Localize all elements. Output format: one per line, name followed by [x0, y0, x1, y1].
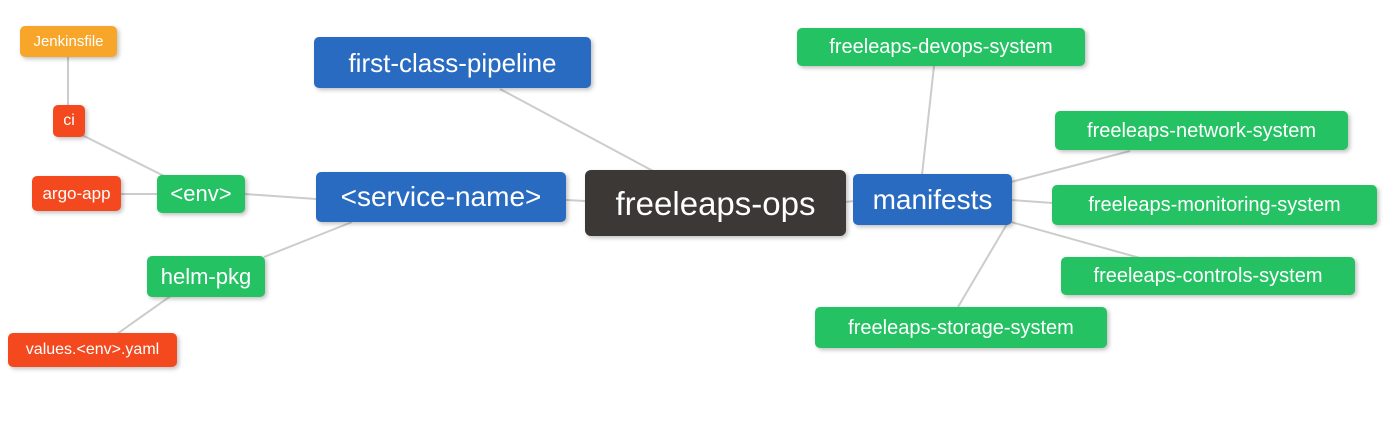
edge-ci-env: [79, 133, 169, 179]
edge-manifests-controls: [1010, 221, 1141, 259]
edge-helm-pkg-service-name: [263, 221, 353, 258]
node-devops-system[interactable]: freeleaps-devops-system: [797, 28, 1085, 66]
node-manifests[interactable]: manifests: [853, 174, 1012, 225]
edge-pipeline-root: [499, 88, 654, 172]
edge-helm-pkg-values: [116, 294, 173, 335]
node-values-env-yaml[interactable]: values.<env>.yaml: [8, 333, 177, 367]
edge-manifests-storage: [957, 223, 1008, 308]
node-ci[interactable]: ci: [53, 105, 85, 137]
node-env[interactable]: <env>: [157, 175, 245, 213]
node-first-class-pipeline[interactable]: first-class-pipeline: [314, 37, 591, 88]
edge-root-manifests: [844, 200, 855, 203]
edge-manifests-network: [1010, 150, 1131, 183]
edge-service-name-root: [565, 199, 586, 202]
node-controls-system[interactable]: freeleaps-controls-system: [1061, 257, 1355, 295]
node-monitoring-system[interactable]: freeleaps-monitoring-system: [1052, 185, 1377, 225]
node-service-name[interactable]: <service-name>: [316, 172, 566, 222]
node-storage-system[interactable]: freeleaps-storage-system: [815, 307, 1107, 348]
node-jenkinsfile[interactable]: Jenkinsfile: [20, 26, 117, 57]
node-helm-pkg[interactable]: helm-pkg: [147, 256, 265, 297]
edge-manifests-devops: [921, 65, 935, 176]
node-argo-app[interactable]: argo-app: [32, 176, 121, 211]
edge-manifests-monitoring: [1010, 199, 1054, 204]
node-network-system[interactable]: freeleaps-network-system: [1055, 111, 1348, 150]
node-freeleaps-ops[interactable]: freeleaps-ops: [585, 170, 846, 236]
edge-env-service-name: [244, 193, 317, 200]
